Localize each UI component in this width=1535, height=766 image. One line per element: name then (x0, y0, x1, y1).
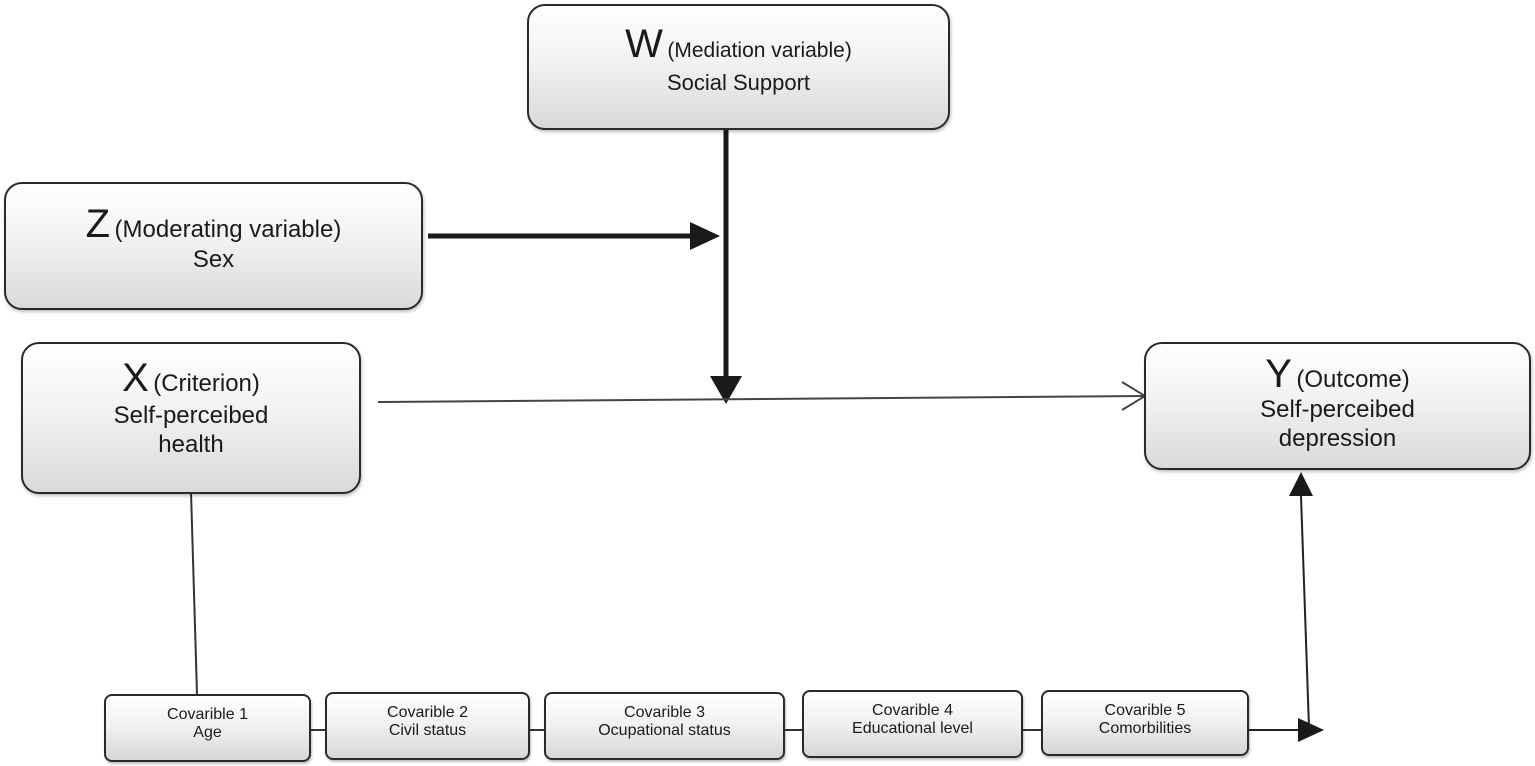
covariable-1-title: Covarible 1 (167, 706, 248, 723)
covariable-2-box: Covarible 2 Civil status (325, 692, 530, 760)
criterion-variable-name-line1: Self-perceibed (113, 402, 269, 429)
x-to-y-arrow-line (377, 395, 1145, 403)
covariable-3-title: Covarible 3 (624, 704, 705, 721)
covariable-1-name: Age (193, 724, 222, 742)
covariables-to-y-line (1300, 495, 1310, 729)
covariable-4-box: Covarible 4 Educational level (802, 690, 1023, 758)
outcome-variable-letter: Y (1265, 352, 1292, 396)
criterion-variable-box: X (Criterion) Self-perceibed health (21, 342, 361, 494)
moderating-variable-role: (Moderating variable) (114, 216, 342, 243)
moderating-variable-name: Sex (192, 246, 235, 273)
z-to-w-arrowhead (690, 222, 720, 250)
moderating-variable-box: Z (Moderating variable) Sex (4, 182, 423, 310)
covariable-5-box: Covarible 5 Comorbilities (1041, 690, 1249, 756)
covariable-3-box: Covarible 3 Ocupational status (544, 692, 785, 760)
outcome-variable-box: Y (Outcome) Self-perceibed depression (1144, 342, 1531, 470)
cov5-out-arrowhead (1298, 718, 1324, 742)
covariables-to-y-arrowhead (1289, 472, 1313, 496)
covariable-4-name: Educational level (852, 720, 973, 738)
outcome-variable-name-line1: Self-perceibed (1260, 396, 1415, 423)
covariable-5-title: Covarible 5 (1104, 702, 1186, 719)
outcome-variable-role: (Outcome) (1296, 366, 1410, 393)
criterion-variable-letter: X (122, 356, 149, 400)
covariable-5-name: Comorbilities (1098, 720, 1192, 738)
covariable-3-name: Ocupational status (598, 722, 731, 740)
criterion-variable-role: (Criterion) (153, 370, 260, 397)
w-to-path-arrowhead (710, 376, 742, 404)
x-to-covariables-line (190, 491, 198, 695)
covariable-1-box: Covarible 1 Age (104, 694, 311, 762)
mediation-variable-header: W (Mediation variable) (529, 22, 948, 66)
mediation-variable-role: (Mediation variable) (667, 39, 852, 62)
covariable-4-title: Covarible 4 (872, 702, 953, 719)
criterion-variable-name-line2: health (158, 430, 224, 458)
outcome-variable-name-line2: depression (1278, 424, 1397, 452)
moderating-variable-letter: Z (85, 202, 111, 246)
covariable-2-name: Civil status (388, 722, 467, 740)
mediation-variable-box: W (Mediation variable) Social Support (527, 4, 950, 130)
outcome-variable-header: Y (Outcome) (1146, 352, 1529, 396)
covariable-2-title: Covarible 2 (387, 704, 468, 721)
mediation-variable-name: Social Support (666, 70, 811, 95)
criterion-variable-header: X (Criterion) (23, 356, 359, 400)
mediation-variable-letter: W (625, 22, 663, 66)
moderating-variable-header: Z (Moderating variable) (6, 202, 421, 246)
